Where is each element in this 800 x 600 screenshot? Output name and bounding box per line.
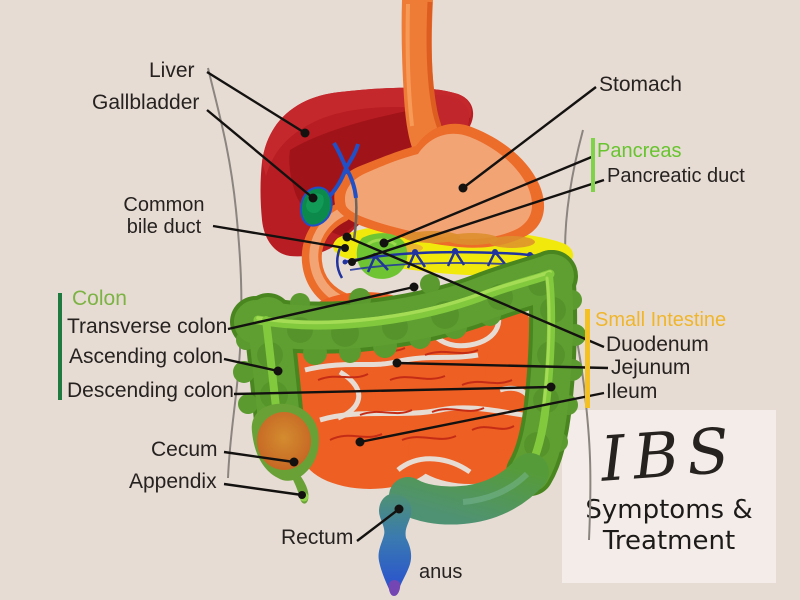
label-stomach: Stomach [599,73,682,96]
label-pancreas-header: Pancreas [597,140,682,162]
ibs-subtitle-line1: Symptoms & [585,495,753,525]
ibs-info-box: IBS Symptoms & Treatment [562,410,776,583]
label-appendix: Appendix [129,470,217,493]
label-descending-colon: Descending colon [67,379,234,402]
label-ileum: Ileum [606,380,658,403]
label-anus: anus [419,561,463,583]
cecum-shape [251,403,319,504]
label-common-bile-duct: Common bile duct [123,194,205,238]
gallbladder-shape [299,142,360,241]
label-rectum: Rectum [281,526,354,549]
label-duodenum: Duodenum [606,333,709,356]
ibs-subtitle-line2: Treatment [602,526,736,557]
pointer-dots [273,128,556,514]
pancreas-header-bar [591,138,595,192]
label-jejunum: Jejunum [611,356,691,379]
label-cecum: Cecum [151,438,218,461]
label-liver: Liver [149,59,195,82]
label-ascending-colon: Ascending colon [69,345,224,368]
small-intestine-header-bar [585,309,590,408]
label-small-intestine-header: Small Intestine [595,309,727,331]
label-gallbladder: Gallbladder [92,91,200,114]
label-transverse-colon: Transverse colon [67,315,228,338]
colon-header-bar [58,293,62,400]
pointer-lines [206,70,609,542]
label-pancreatic-duct: Pancreatic duct [607,165,745,187]
label-colon-header: Colon [72,287,127,310]
anus-shape [388,580,401,596]
